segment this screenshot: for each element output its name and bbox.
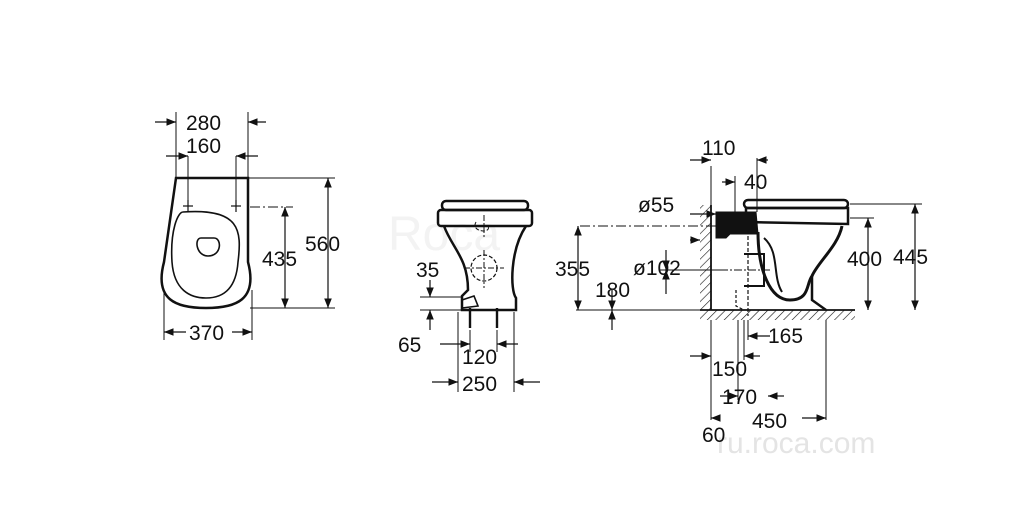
dim-outlet-height: 180 — [595, 279, 630, 302]
dim-bolt-distance: 435 — [262, 248, 297, 271]
dim-150: 150 — [712, 358, 747, 381]
dim-length: 560 — [305, 233, 340, 256]
site-watermark: ru.roca.com — [717, 427, 875, 460]
dim-fixing-spacing: 120 — [462, 346, 497, 369]
dim-floor-offset: 65 — [398, 334, 421, 357]
dim-inlet-offset: 40 — [744, 171, 767, 194]
dim-bottom-height: 35 — [416, 259, 439, 282]
dim-inlet-top: 110 — [702, 137, 735, 160]
dim-170: 170 — [722, 386, 757, 409]
brand-watermark: Roca — [388, 208, 500, 261]
dim-width-top: 280 — [186, 112, 221, 135]
dim-width: 370 — [189, 322, 224, 345]
front-view — [155, 112, 335, 340]
section-view — [574, 156, 922, 422]
dim-outlet-center: 165 — [768, 325, 803, 348]
dim-base-depth: 250 — [462, 373, 497, 396]
dim-inlet-height: 355 — [555, 258, 590, 281]
side-view — [420, 199, 540, 392]
dim-rim-height: 400 — [847, 248, 882, 271]
dim-seat-height: 445 — [893, 246, 928, 269]
dim-inlet-diameter: ø55 — [638, 194, 674, 217]
dim-overall-depth: 450 — [752, 410, 787, 433]
dim-wall-gap: 60 — [702, 424, 725, 447]
dim-bolt-spacing: 160 — [186, 135, 221, 158]
dim-outlet-diameter: ø102 — [633, 257, 681, 280]
